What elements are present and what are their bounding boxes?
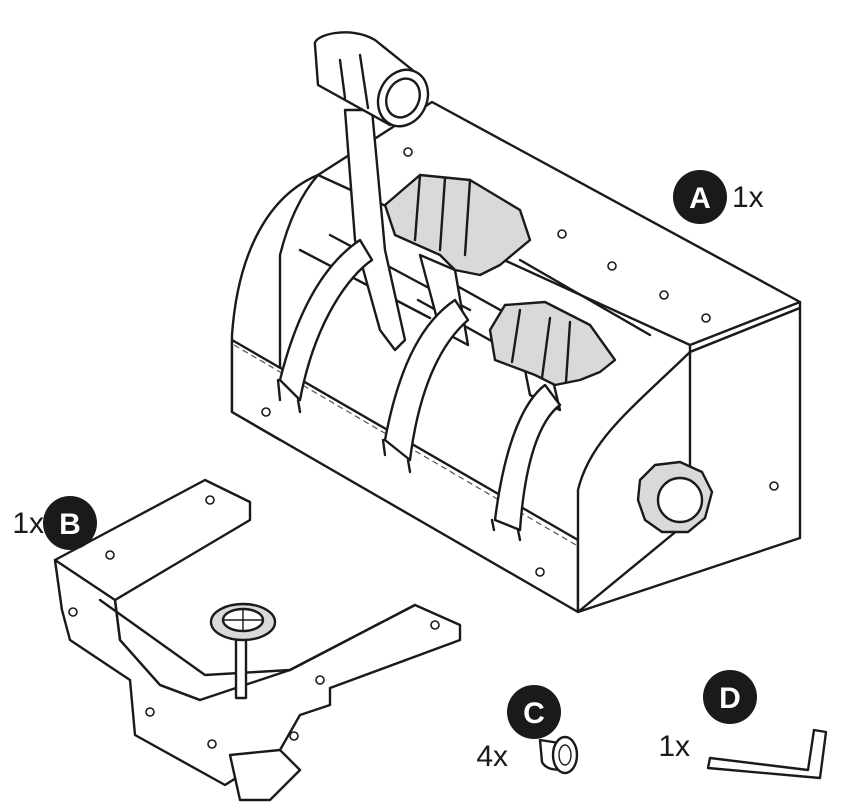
badge-a bbox=[673, 170, 727, 224]
badge-b bbox=[43, 496, 97, 550]
throttle-quadrant-illustration bbox=[230, 31, 802, 614]
badge-letter-a: A bbox=[689, 182, 711, 215]
badge-letter-b: B bbox=[59, 508, 81, 541]
quantity-c: 4x bbox=[476, 740, 508, 773]
mounting-bracket-illustration bbox=[53, 478, 462, 802]
quantity-a: 1x bbox=[732, 181, 764, 214]
badge-letter-c: C bbox=[523, 697, 545, 730]
badge-letter-d: D bbox=[719, 682, 741, 715]
hex-key-illustration bbox=[706, 728, 828, 780]
badge-d bbox=[703, 670, 757, 724]
quantity-b: 1x bbox=[12, 507, 44, 540]
quantity-d: 1x bbox=[658, 730, 690, 763]
screw-illustration bbox=[538, 735, 579, 775]
badge-c bbox=[507, 685, 561, 739]
